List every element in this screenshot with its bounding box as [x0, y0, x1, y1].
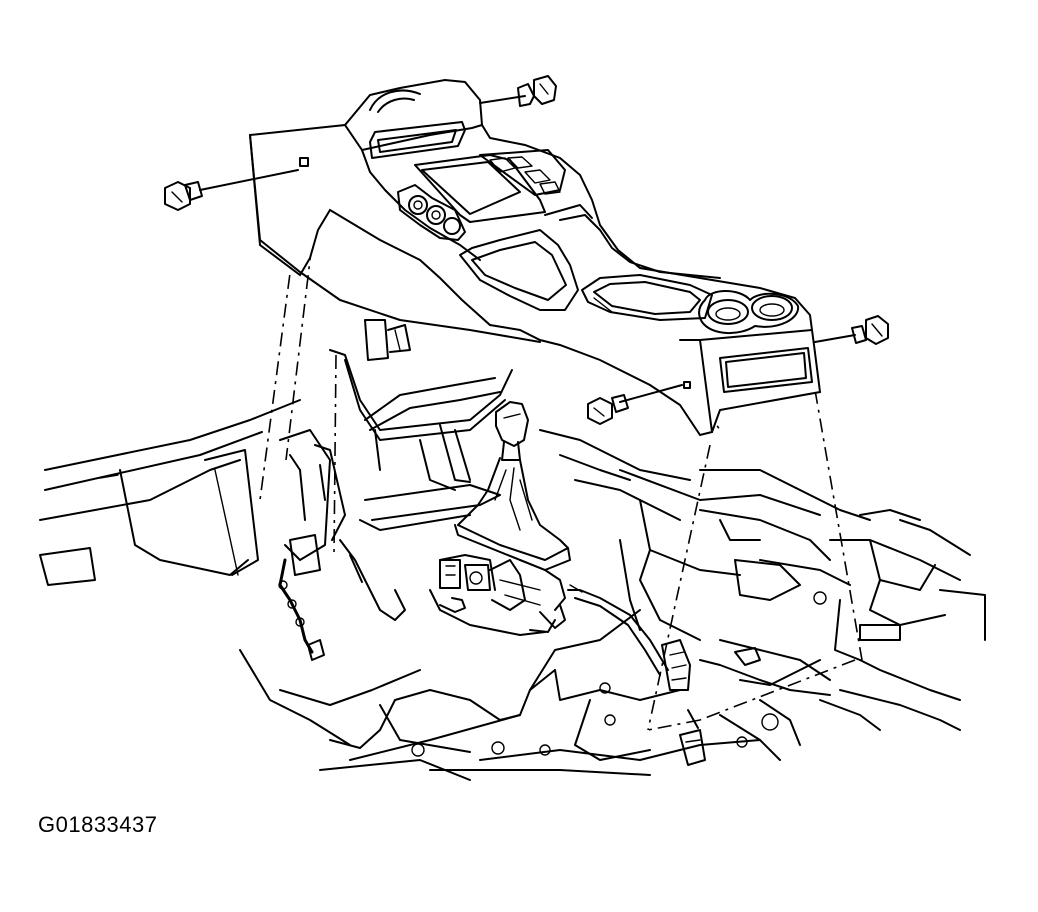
- bolt-center: [587, 384, 683, 425]
- figure-id-label: G01833437: [38, 812, 158, 837]
- center-console: [248, 78, 822, 437]
- rear-harness-connector: [679, 709, 706, 766]
- bolt-right: [814, 315, 889, 345]
- gear-shifter-assembly: [429, 401, 691, 691]
- dash-bracket: [278, 319, 513, 661]
- bolt-top-right: [479, 75, 557, 107]
- bolt-top-left: [164, 169, 299, 211]
- floor-pan: [39, 399, 986, 781]
